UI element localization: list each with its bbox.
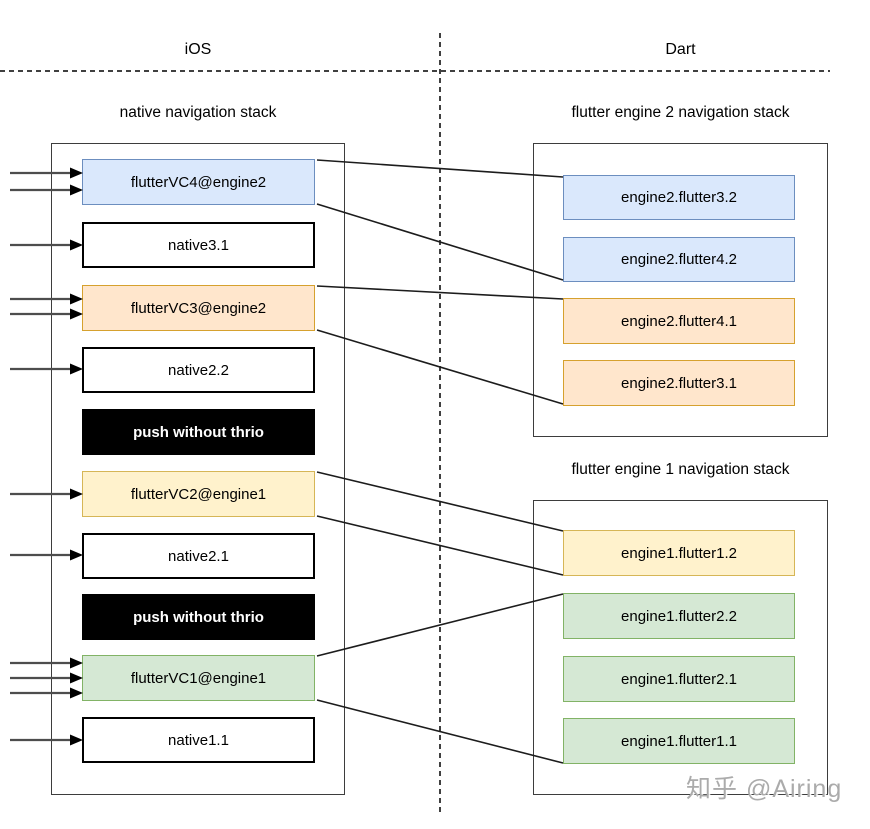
native-stack-container	[51, 143, 345, 795]
box-label: engine2.flutter4.2	[621, 251, 737, 268]
native-stack-title: native navigation stack	[119, 104, 277, 121]
push-without-thrio-badge-2: push without thrio	[82, 594, 315, 640]
engine1-stack-title: flutter engine 1 navigation stack	[571, 461, 790, 478]
box-label: flutterVC4@engine2	[130, 173, 267, 191]
stack-box-engine2-flutter4-1: engine2.flutter4.1	[563, 298, 795, 344]
stack-box-fluttervc1-engine1: flutterVC1@engine1	[82, 655, 315, 701]
stack-box-fluttervc2-engine1: flutterVC2@engine1	[82, 471, 315, 517]
box-label: engine1.flutter2.1	[621, 670, 737, 688]
stack-box-native3-1: native3.1	[82, 222, 315, 268]
stack-box-engine1-flutter2-2: engine1.flutter2.2	[563, 593, 795, 639]
connector-lines	[316, 159, 564, 764]
box-label: engine2.flutter3.2	[621, 189, 737, 206]
stack-box-fluttervc3-engine2: flutterVC3@engine2	[82, 285, 315, 331]
box-label: push without thrio	[133, 608, 264, 626]
box-label: flutterVC2@engine1	[130, 485, 267, 503]
stack-box-engine1-flutter2-1: engine1.flutter2.1	[563, 656, 795, 702]
connector-vc4-flutter3-2	[316, 159, 564, 178]
box-label: flutterVC1@engine1	[130, 669, 267, 687]
stack-box-native1-1: native1.1	[82, 717, 315, 763]
connector-vc2-flutter1-2-top	[316, 471, 564, 532]
push-without-thrio-badge-1: push without thrio	[82, 409, 315, 455]
box-label: engine1.flutter1.1	[621, 732, 737, 750]
connector-vc1-flutter2-2	[316, 593, 564, 657]
stack-box-engine2-flutter3-2: engine2.flutter3.2	[563, 175, 795, 220]
box-label: native1.1	[168, 731, 229, 749]
stack-box-fluttervc4-engine2: flutterVC4@engine2	[82, 159, 315, 205]
box-label: native3.1	[168, 236, 229, 254]
connector-vc2-flutter1-2-bottom	[316, 515, 564, 576]
engine2-stack-title: flutter engine 2 navigation stack	[571, 104, 790, 121]
box-label: engine1.flutter1.2	[621, 544, 737, 562]
stack-box-native2-1: native2.1	[82, 533, 315, 579]
stack-box-engine1-flutter1-2: engine1.flutter1.2	[563, 530, 795, 576]
box-label: engine2.flutter4.1	[621, 312, 737, 330]
ios-section-label: iOS	[184, 41, 212, 58]
box-label: engine1.flutter2.2	[621, 607, 737, 625]
dart-section-label: Dart	[665, 41, 696, 58]
box-label: engine2.flutter3.1	[621, 374, 737, 392]
box-label: flutterVC3@engine2	[130, 299, 267, 317]
box-label: native2.1	[168, 547, 229, 565]
connector-vc1-flutter1-1	[316, 699, 564, 764]
connector-vc4-flutter4-2	[316, 203, 564, 281]
stack-box-engine1-flutter1-1: engine1.flutter1.1	[563, 718, 795, 764]
box-label: native2.2	[168, 361, 229, 379]
stack-box-engine2-flutter4-2: engine2.flutter4.2	[563, 237, 795, 282]
connector-vc3-flutter3-1	[316, 329, 564, 405]
connector-vc3-flutter4-1	[316, 285, 564, 300]
box-label: push without thrio	[133, 423, 264, 441]
zhihu-watermark: 知乎 @Airing	[686, 775, 843, 803]
stack-box-engine2-flutter3-1: engine2.flutter3.1	[563, 360, 795, 406]
stack-box-native2-2: native2.2	[82, 347, 315, 393]
